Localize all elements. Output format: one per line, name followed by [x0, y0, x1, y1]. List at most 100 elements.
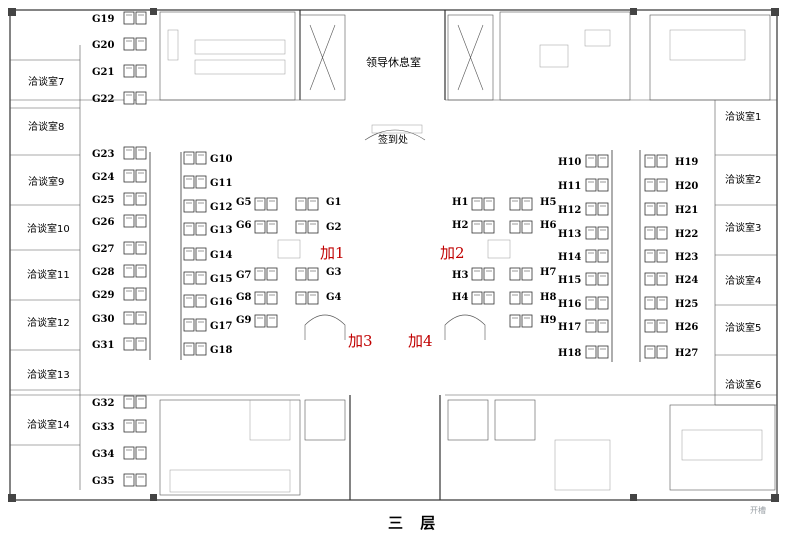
booth-label: G28 [92, 267, 114, 278]
booth-desk [183, 342, 195, 356]
booth-desk [521, 291, 533, 305]
booth-g12: G12 [183, 199, 232, 213]
booth-g34: G34 [92, 446, 147, 460]
booth-desk [254, 220, 266, 234]
booth-label: H18 [558, 348, 581, 359]
booth-g19: G19 [92, 11, 147, 25]
booth-h4: H4 [452, 291, 495, 305]
booth-g33: G33 [92, 419, 147, 433]
booth-desk [123, 146, 135, 160]
watermark: 开槽 [750, 505, 766, 515]
booth-desk [183, 294, 195, 308]
booth-desk [123, 395, 135, 409]
booth-h27: H27 [644, 345, 698, 359]
bottom-left-restroom [159, 399, 346, 496]
booth-desk [195, 222, 207, 236]
booth-desk [509, 314, 521, 328]
booth-desk [656, 296, 668, 310]
booth-label: H12 [558, 205, 581, 216]
booth-desk [597, 178, 609, 192]
booth-label: H21 [675, 205, 698, 216]
booth-label: G34 [92, 449, 114, 460]
booth-g4: G4 [295, 291, 342, 305]
booth-desk [521, 314, 533, 328]
booth-desk [644, 272, 656, 286]
booth-label: G25 [92, 195, 114, 206]
booth-h19: H19 [644, 154, 698, 168]
talk-room-1: 洽谈室1 [725, 110, 761, 123]
booth-label: H2 [452, 220, 468, 231]
booth-desk [266, 291, 278, 305]
booth-g26: G26 [92, 214, 147, 228]
booth-desk [135, 64, 147, 78]
booth-desk [656, 319, 668, 333]
booth-label: H9 [540, 315, 556, 326]
talk-room-14: 洽谈室14 [27, 418, 70, 431]
booth-g11: G11 [183, 175, 232, 189]
booth-g16: G16 [183, 294, 232, 308]
booth-label: G11 [210, 178, 232, 189]
booth-desk [123, 11, 135, 25]
booth-desk [521, 197, 533, 211]
booth-desk [123, 287, 135, 301]
booth-label: G13 [210, 225, 232, 236]
booth-desk [123, 337, 135, 351]
booth-desk [471, 267, 483, 281]
booth-h12: H12 [558, 202, 609, 216]
booth-desk [644, 226, 656, 240]
booth-desk [597, 249, 609, 263]
booth-desk [266, 314, 278, 328]
booth-label: H4 [452, 292, 468, 303]
booth-desk [195, 199, 207, 213]
booth-label: H16 [558, 299, 581, 310]
booth-label: G30 [92, 314, 114, 325]
booth-desk [585, 319, 597, 333]
booth-h26: H26 [644, 319, 698, 333]
booth-g30: G30 [92, 311, 147, 325]
booth-desk [585, 345, 597, 359]
bottom-right-elevators [447, 399, 611, 491]
booth-desk [135, 169, 147, 183]
booth-label: G26 [92, 217, 114, 228]
booth-g32: G32 [92, 395, 147, 409]
sign-in-desk [364, 124, 426, 141]
booth-layer: G19G20G21G22G23G24G25G26G27G28G29G30G31G… [92, 11, 698, 487]
booth-desk [195, 175, 207, 189]
booth-desk [644, 319, 656, 333]
booth-desk [597, 296, 609, 310]
booth-h13: H13 [558, 226, 609, 240]
booth-h2: H2 [452, 220, 495, 234]
booth-label: H11 [558, 181, 581, 192]
leader-lounge-label: 领导休息室 [366, 55, 421, 69]
booth-h20: H20 [644, 178, 698, 192]
booth-label: H27 [675, 348, 698, 359]
booth-desk [585, 226, 597, 240]
structural-columns [8, 8, 779, 502]
booth-desk [195, 294, 207, 308]
booth-desk [509, 220, 521, 234]
booth-g13: G13 [183, 222, 232, 236]
booth-label: H14 [558, 252, 581, 263]
booth-desk [266, 220, 278, 234]
booth-g10: G10 [183, 151, 232, 165]
booth-desk [471, 220, 483, 234]
talk-room-10: 洽谈室10 [27, 222, 70, 235]
booth-label: G9 [236, 315, 252, 326]
booth-label: G18 [210, 345, 232, 356]
booth-desk [509, 291, 521, 305]
booth-label: G7 [236, 270, 252, 281]
booth-label: G16 [210, 297, 232, 308]
booth-desk [483, 267, 495, 281]
booth-label: H1 [452, 197, 468, 208]
booth-g2: G2 [295, 220, 342, 234]
right-talk-room-partitions [714, 100, 777, 406]
booth-desk [597, 272, 609, 286]
top-right-offices [499, 11, 771, 101]
booth-label: G29 [92, 290, 114, 301]
bottom-right-meeting [669, 404, 776, 491]
booth-label: G2 [326, 222, 342, 233]
talk-room-6: 洽谈室6 [725, 378, 761, 391]
booth-h1: H1 [452, 197, 495, 211]
sign-in-label: 签到处 [378, 133, 408, 146]
